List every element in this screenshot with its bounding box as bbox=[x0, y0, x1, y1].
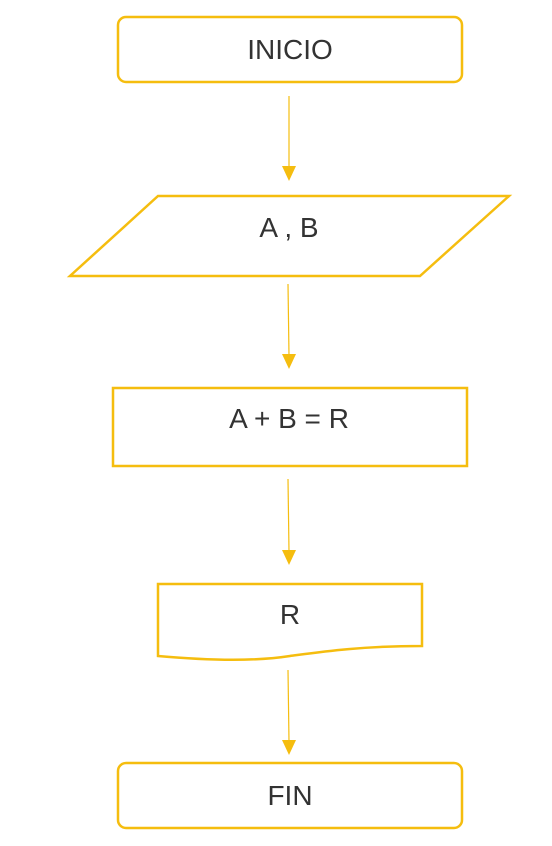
start-shape bbox=[116, 15, 464, 84]
connector-start-input bbox=[282, 96, 296, 181]
connector-line bbox=[287, 669, 290, 743]
end-label: FIN bbox=[267, 780, 312, 811]
connector-line bbox=[287, 478, 290, 553]
connector-line bbox=[287, 283, 290, 357]
end-terminator: FIN bbox=[116, 761, 464, 830]
start-label: INICIO bbox=[247, 34, 333, 65]
process-label: A + B = R bbox=[229, 403, 349, 434]
end-shape bbox=[116, 761, 464, 830]
input-data: A , B bbox=[66, 194, 513, 278]
process-shape bbox=[111, 386, 469, 468]
connector-input-process bbox=[282, 283, 296, 369]
output-shape bbox=[156, 582, 424, 661]
arrowhead bbox=[282, 354, 296, 369]
input-label: A , B bbox=[259, 212, 318, 243]
arrowhead bbox=[282, 166, 296, 181]
output-document: R bbox=[156, 582, 424, 661]
start-terminator: INICIO bbox=[116, 15, 464, 84]
process-step: A + B = R bbox=[111, 386, 469, 468]
connector-process-output bbox=[282, 478, 296, 565]
arrowhead bbox=[282, 550, 296, 565]
arrowhead bbox=[282, 740, 296, 755]
input-shape bbox=[66, 194, 513, 278]
connector-output-end bbox=[282, 669, 296, 755]
output-label: R bbox=[280, 599, 300, 630]
